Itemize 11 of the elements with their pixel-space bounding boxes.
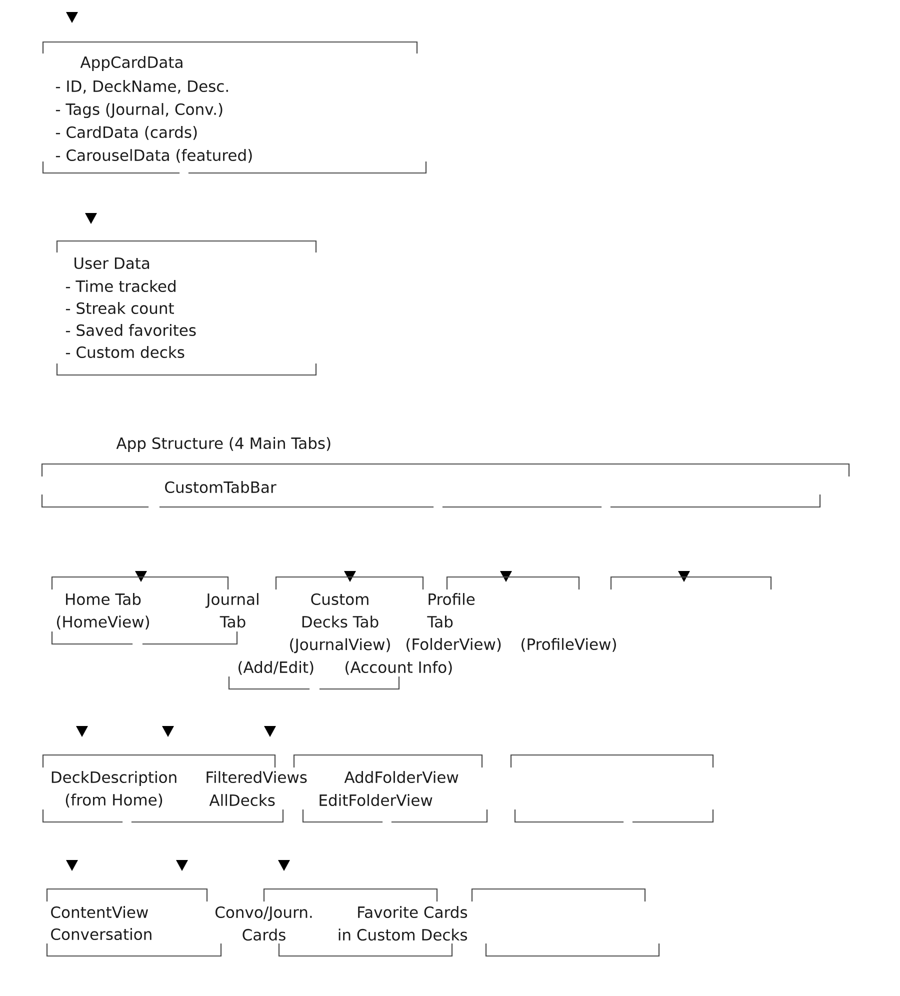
bracket-box: AppCardData - ID, DeckName, Desc. - Tags (Journal, Conv.) - CardData (cards) - CarouselData (featured) <box>42 41 427 174</box>
bracket-box <box>610 576 772 590</box>
bracket-box: DeckDescription (from Home) FilteredViews AllDecks <box>42 754 307 823</box>
bracket-box: Home Tab (HomeView) Journal Tab <box>51 576 258 645</box>
text-label: Convo/Journ. Cards <box>216 906 312 941</box>
text-label: (ProfileView) <box>522 638 616 652</box>
bracket-box <box>471 888 660 957</box>
section-heading: App Structure (4 Main Tabs) <box>116 437 330 452</box>
bracket-box: User Data - Time tracked - Streak count - Saved favorites - Custom decks <box>56 240 317 376</box>
bracket-box <box>510 754 714 823</box>
bracket-box: CustomTabBar <box>41 463 850 508</box>
